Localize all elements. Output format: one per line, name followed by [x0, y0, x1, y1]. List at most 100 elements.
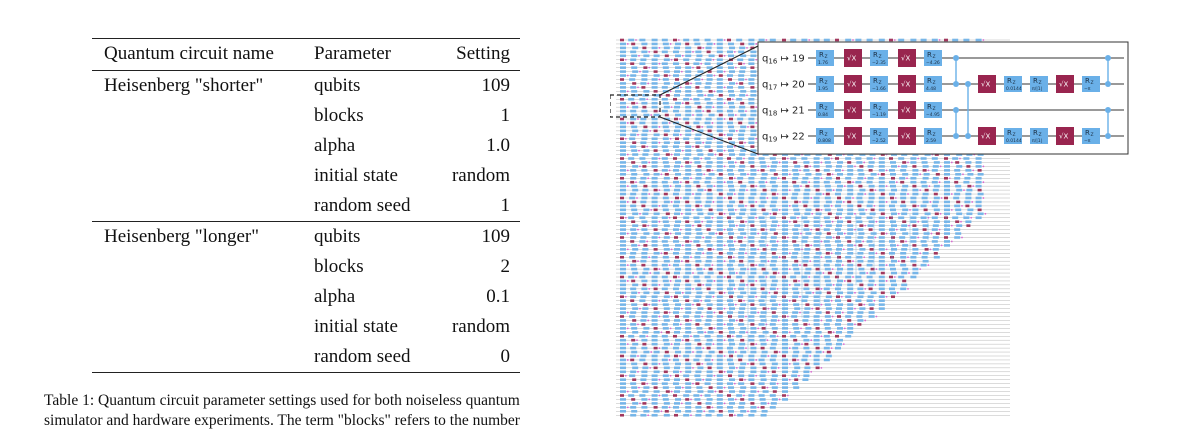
rz-gate	[835, 204, 841, 208]
rz-gate	[728, 362, 734, 366]
sx-gate	[880, 153, 885, 156]
sx-gate	[718, 54, 723, 58]
rz-gate	[782, 338, 788, 342]
rz-gate	[931, 216, 938, 220]
rz-gate	[847, 311, 854, 314]
rz-gate	[910, 176, 917, 180]
rz-gate	[859, 271, 866, 275]
rz-gate	[685, 133, 692, 137]
setting-cell: 2	[500, 256, 511, 277]
control-dot	[950, 208, 953, 211]
rz-gate	[891, 212, 897, 216]
rz-gate	[695, 354, 702, 358]
rz-gate	[847, 212, 854, 216]
control-dot	[692, 114, 694, 116]
rz-gate	[674, 366, 680, 370]
setting-cell: 109	[481, 226, 511, 247]
rz-gate	[750, 232, 757, 235]
control-dot	[854, 165, 856, 168]
rz-gate	[630, 50, 637, 54]
control-dot	[865, 208, 868, 211]
rz-gate	[760, 311, 767, 314]
rz-gate-box	[924, 128, 942, 144]
rz-gate-box	[924, 102, 942, 118]
rz-gate	[748, 315, 755, 318]
rz-gate	[661, 97, 668, 101]
cz-dot	[953, 55, 959, 61]
rz-gate	[758, 275, 765, 279]
rz-gate	[632, 188, 639, 192]
rz-gate	[813, 303, 820, 306]
rz-gate	[739, 129, 746, 133]
rz-gate	[651, 62, 658, 65]
sx-gate	[685, 259, 690, 263]
sx-gate	[718, 331, 723, 334]
rz-gate	[782, 327, 788, 330]
sx-gate	[697, 165, 702, 168]
sx-gate	[782, 394, 786, 397]
rz-gate	[813, 283, 820, 287]
rz-gate	[629, 255, 636, 259]
rz-gate	[729, 153, 735, 156]
rz-gate	[663, 366, 670, 370]
rz-gate	[643, 327, 650, 330]
rz-gate	[770, 188, 777, 192]
rz-gate	[716, 406, 723, 409]
rz-gate	[620, 307, 626, 310]
rz-gate	[620, 370, 626, 374]
sx-gate	[675, 374, 679, 378]
rz-gate	[847, 287, 854, 291]
rz-gate	[825, 307, 832, 310]
rz-gate	[675, 90, 681, 93]
rz-gate	[890, 161, 896, 164]
rz-gate	[782, 279, 788, 283]
rz-gate	[716, 315, 723, 318]
control-dot	[723, 228, 726, 231]
rz-gate	[922, 176, 929, 180]
rz-gate	[683, 58, 690, 62]
rz-gate	[782, 165, 788, 168]
control-dot	[852, 260, 854, 263]
rz-gate	[651, 255, 658, 259]
rz-gate	[696, 350, 703, 354]
control-dot	[832, 284, 835, 286]
control-dot	[798, 374, 800, 377]
rz-gate	[921, 255, 928, 259]
rz-gate	[620, 327, 626, 330]
rz-gate	[782, 161, 788, 164]
rz-gate	[620, 200, 626, 204]
rz-gate	[836, 271, 842, 275]
control-dot	[788, 347, 791, 349]
control-dot	[626, 390, 629, 393]
rz-gate	[642, 248, 649, 251]
rz-gate	[748, 319, 755, 322]
rz-gate	[694, 374, 701, 378]
control-dot	[905, 240, 907, 243]
rz-gate	[620, 192, 626, 196]
sx-gate	[739, 200, 744, 204]
control-dot	[895, 181, 898, 184]
rz-gate	[729, 224, 735, 227]
rz-gate	[761, 410, 768, 413]
sx-gate	[956, 200, 961, 204]
rz-gate	[870, 291, 877, 295]
rz-gate	[697, 153, 704, 156]
rz-gate	[868, 311, 875, 314]
sx-gate	[729, 295, 733, 299]
control-dot	[830, 252, 833, 255]
rz-gate	[847, 244, 854, 247]
rz-gate	[824, 279, 831, 283]
sx-gate	[934, 153, 939, 156]
rz-gate	[878, 307, 885, 310]
rz-gate	[823, 358, 830, 362]
table-row: random seed 1	[92, 191, 520, 222]
control-dot	[810, 228, 813, 231]
rz-gate	[803, 346, 810, 350]
rz-gate	[748, 334, 755, 338]
rz-gate	[967, 208, 974, 212]
rz-gate	[716, 196, 723, 200]
control-dot	[778, 303, 781, 306]
sx-gate	[729, 117, 733, 121]
rz-gate	[823, 287, 830, 291]
